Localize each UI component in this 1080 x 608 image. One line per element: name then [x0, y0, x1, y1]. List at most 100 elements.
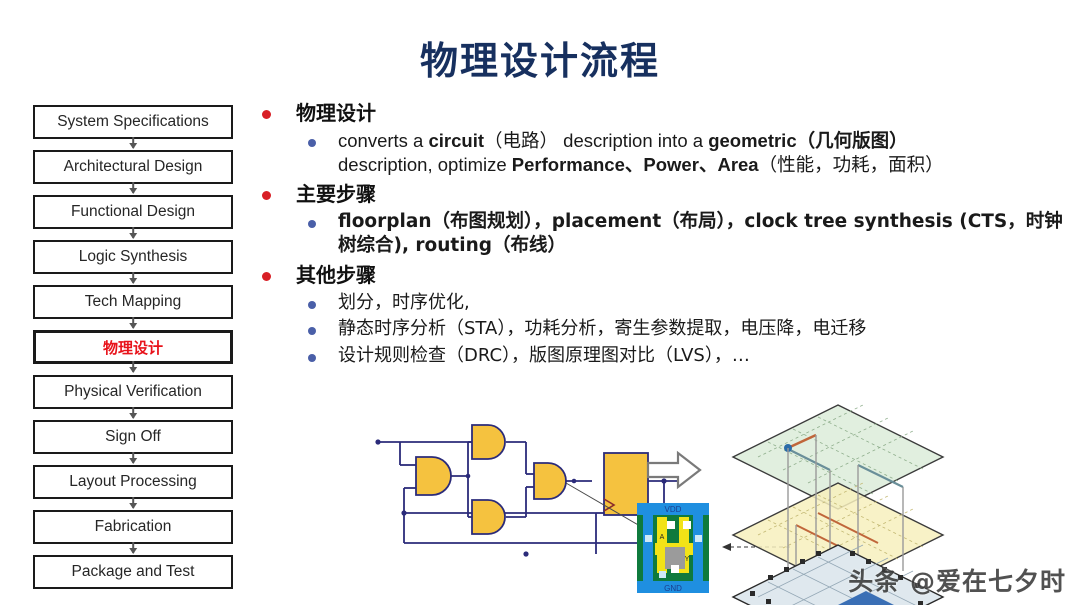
flow-box-label: 物理设计: [102, 338, 163, 357]
text-run-bold: geometric: [708, 130, 797, 151]
flow-box-system-specifications[interactable]: System Specifications: [33, 105, 233, 148]
cell-layout-base: [731, 544, 945, 608]
metal1-strip: [665, 547, 685, 569]
output-label: Y: [685, 556, 690, 563]
bullet-item-drc-lvs: 设计规则检查（DRC），版图原理图对比（LVS），…: [258, 344, 1068, 368]
flow-box-label: Layout Processing: [69, 473, 197, 490]
and-gate-3: [471, 499, 506, 535]
text-run-bold: circuit: [428, 130, 485, 151]
flow-arrow-down-icon: [132, 407, 134, 418]
flow-arrow-down-icon: [132, 137, 134, 148]
contact: [659, 571, 666, 578]
highlighted-block: [838, 591, 900, 608]
watermark-text: 头条 @爱在七夕时: [848, 567, 1066, 596]
section-heading-main-steps: 主要步骤: [258, 181, 1068, 208]
physical-design-illustration: VDD GND A Y: [360, 395, 960, 608]
and-gate-2: [471, 424, 506, 460]
and-gate-4: [533, 462, 567, 500]
and-gate-1: [415, 456, 452, 496]
flow-box-label: Fabrication: [94, 518, 172, 535]
bullet-item-partition: 划分，时序优化,: [258, 291, 1068, 315]
text-run: converts a: [338, 130, 429, 151]
io-pads: [750, 551, 923, 608]
bullet-text: 划分，时序优化,: [338, 291, 470, 313]
dashed-connector: [722, 543, 790, 551]
input-pin-dot: [523, 551, 529, 557]
vdd-label: VDD: [665, 505, 682, 514]
text-run: description, optimize: [338, 154, 512, 176]
bullet-red-icon: [262, 110, 271, 119]
flow-arrow-down-icon: [132, 182, 134, 193]
flow-box-tech-mapping[interactable]: Tech Mapping: [33, 285, 233, 328]
power-strap-left: [643, 515, 653, 581]
flow-box-label: Package and Test: [71, 563, 195, 580]
heading-text: 其他步骤: [296, 262, 376, 287]
section-heading-other-steps: 其他步骤: [258, 262, 1068, 289]
text-run-bold: Power: [643, 154, 699, 176]
flow-box-physical-design[interactable]: 物理设计: [33, 330, 233, 372]
gnd-label: GND: [664, 584, 682, 593]
text-run-bold: 、: [698, 154, 718, 176]
contact: [667, 521, 675, 529]
contact: [695, 535, 702, 542]
flow-arrow-down-icon: [132, 272, 134, 283]
bullet-red-icon: [262, 271, 271, 281]
flow-box-logic-synthesis[interactable]: Logic Synthesis: [33, 240, 233, 283]
bullet-text: floorplan（布图规划），placement（布局），clock tree…: [338, 210, 1063, 257]
page-title: 物理设计流程: [419, 39, 660, 83]
bullet-item-sta: 静态时序分析（STA），功耗分析，寄生参数提取，电压降，电迁移: [258, 317, 1068, 341]
text-run-bold: Performance: [511, 154, 625, 176]
dashed-arrowhead: [722, 543, 731, 551]
flow-box-label: Functional Design: [70, 203, 196, 220]
contact: [645, 535, 652, 542]
flow-box-label: Architectural Design: [63, 158, 203, 175]
bullet-red-icon: [262, 190, 271, 200]
bullet-text: 设计规则检查（DRC），版图原理图对比（LVS），…: [338, 345, 750, 367]
bullet-blue-icon: [308, 300, 316, 309]
text-run: （性能，功耗，面积）: [758, 154, 944, 176]
standard-cell-layout: VDD GND A Y: [637, 503, 709, 593]
flow-box-label: System Specifications: [57, 113, 209, 130]
bullet-item-main-steps: floorplan（布图规划），placement（布局），clock tree…: [258, 210, 1068, 259]
heading-text: 物理设计: [296, 101, 376, 125]
bullet-blue-icon: [308, 219, 316, 228]
flow-box-package-and-test[interactable]: Package and Test: [33, 555, 233, 589]
flow-box-label: Sign Off: [105, 428, 161, 445]
flow-arrow-down-icon: [132, 452, 134, 463]
vdd-rail: [637, 503, 709, 515]
bullet-blue-icon: [308, 139, 316, 147]
flow-box-label: Tech Mapping: [84, 293, 182, 310]
flow-box-functional-design[interactable]: Functional Design: [33, 195, 233, 238]
power-strap-right: [693, 515, 703, 581]
metal-layer-top: [731, 404, 945, 510]
text-run-bold: Area: [717, 154, 759, 176]
flow-box-sign-off[interactable]: Sign Off: [33, 420, 233, 463]
flow-box-architectural-design[interactable]: Architectural Design: [33, 150, 233, 193]
clock-input-icon: [603, 498, 616, 512]
flow-arrow-down-icon: [132, 497, 134, 508]
flow-box-fabrication[interactable]: Fabrication: [33, 510, 233, 553]
text-run: （电路） description into a: [484, 130, 709, 151]
via-trace: [789, 433, 817, 449]
illustration-svg: VDD GND A Y: [375, 404, 945, 608]
contact: [683, 521, 691, 529]
ic-design-flowchart: System Specifications Architectural Desi…: [33, 105, 233, 589]
bullet-blue-icon: [308, 327, 316, 336]
flow-arrow-down-icon: [132, 317, 134, 328]
bullet-blue-icon: [308, 354, 316, 363]
section-heading-physical-design: 物理设计: [258, 100, 1068, 127]
flow-arrow-down-icon: [132, 361, 134, 372]
text-run-bold: 、: [624, 154, 644, 176]
bullet-text: 静态时序分析（STA），功耗分析，寄生参数提取，电压降，电迁移: [338, 318, 867, 340]
contact: [671, 565, 679, 573]
3d-layer-stack: [731, 404, 945, 608]
flow-box-physical-verification[interactable]: Physical Verification: [33, 375, 233, 418]
flow-box-layout-processing[interactable]: Layout Processing: [33, 465, 233, 508]
text-run-bold: （几何版图）: [796, 130, 908, 151]
logic-gate-schematic: [375, 424, 685, 557]
block-arrow-right: [646, 450, 702, 490]
input-label: A: [660, 534, 665, 541]
heading-text: 主要步骤: [296, 181, 376, 206]
flow-box-label: Physical Verification: [64, 383, 202, 400]
